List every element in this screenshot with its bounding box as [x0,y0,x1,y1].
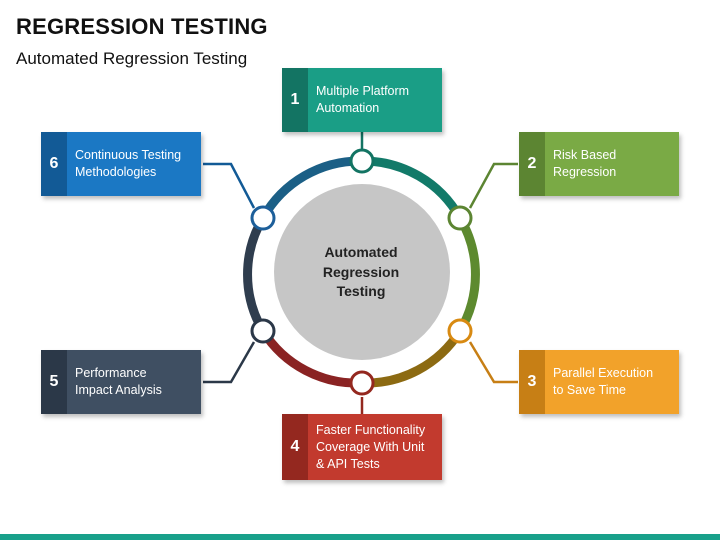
node-2 [447,205,473,231]
ring-arc-1 [259,156,363,221]
node-4 [349,370,375,396]
node-5 [250,318,276,344]
step-box-1: 1 Multiple Platform Automation [282,68,442,132]
step-5-line-2: Impact Analysis [75,383,162,397]
step-6-line-1: Continuous Testing [75,148,182,162]
step-box-3: 3 Parallel Execution to Save Time [519,350,679,414]
step-3-line-1: Parallel Execution [553,366,654,380]
node-1 [349,148,375,174]
footer-bar [0,534,720,540]
step-box-4: 4 Faster Functionality Coverage With Uni… [282,414,442,480]
ring-arc-2 [361,156,464,221]
connector-5 [203,341,256,384]
step-box-5: 5 Performance Impact Analysis [41,350,201,414]
page-subtitle: Automated Regression Testing [16,49,248,68]
step-text-4: Faster Functionality Coverage With Unit … [308,422,442,473]
step-number-3: 3 [519,350,545,414]
step-number-1: 1 [282,68,308,132]
ring-arc-3 [456,215,480,334]
center-label-line-1: Automated [324,244,398,260]
connector-3 [468,341,518,384]
step-number-4: 4 [282,414,308,480]
center-circle [274,184,450,360]
ring-arc-4 [361,328,464,388]
step-1-line-2: Automation [316,101,380,115]
ring-arc-5 [259,328,363,388]
step-number-6: 6 [41,132,67,196]
step-1-line-1: Multiple Platform [316,84,410,98]
step-6-line-2: Methodologies [75,165,157,179]
page-title: REGRESSION TESTING [16,14,268,39]
step-4-line-1: Faster Functionality [316,422,426,437]
step-2-line-1: Risk Based [553,148,617,162]
node-3 [447,318,473,344]
ring-arc-6 [243,215,267,334]
step-box-2: 2 Risk Based Regression [519,132,679,196]
step-text-1: Multiple Platform Automation [308,83,442,117]
step-3-line-2: to Save Time [553,383,626,397]
node-6 [250,205,276,231]
step-4-line-3: & API Tests [316,456,380,471]
center-label: Automated Regression Testing [290,243,432,302]
step-text-5: Performance Impact Analysis [67,365,201,399]
center-label-line-3: Testing [336,283,386,299]
step-number-2: 2 [519,132,545,196]
step-number-5: 5 [41,350,67,414]
connector-6 [203,162,256,209]
step-2-line-2: Regression [553,165,617,179]
connector-2 [468,162,518,209]
step-text-2: Risk Based Regression [545,147,679,181]
center-label-line-2: Regression [322,263,400,280]
step-4-line-2: Coverage With Unit [316,439,425,454]
step-5-line-1: Performance [75,366,147,380]
step-text-3: Parallel Execution to Save Time [545,365,679,399]
step-box-6: 6 Continuous Testing Methodologies [41,132,201,196]
step-text-6: Continuous Testing Methodologies [67,147,201,181]
